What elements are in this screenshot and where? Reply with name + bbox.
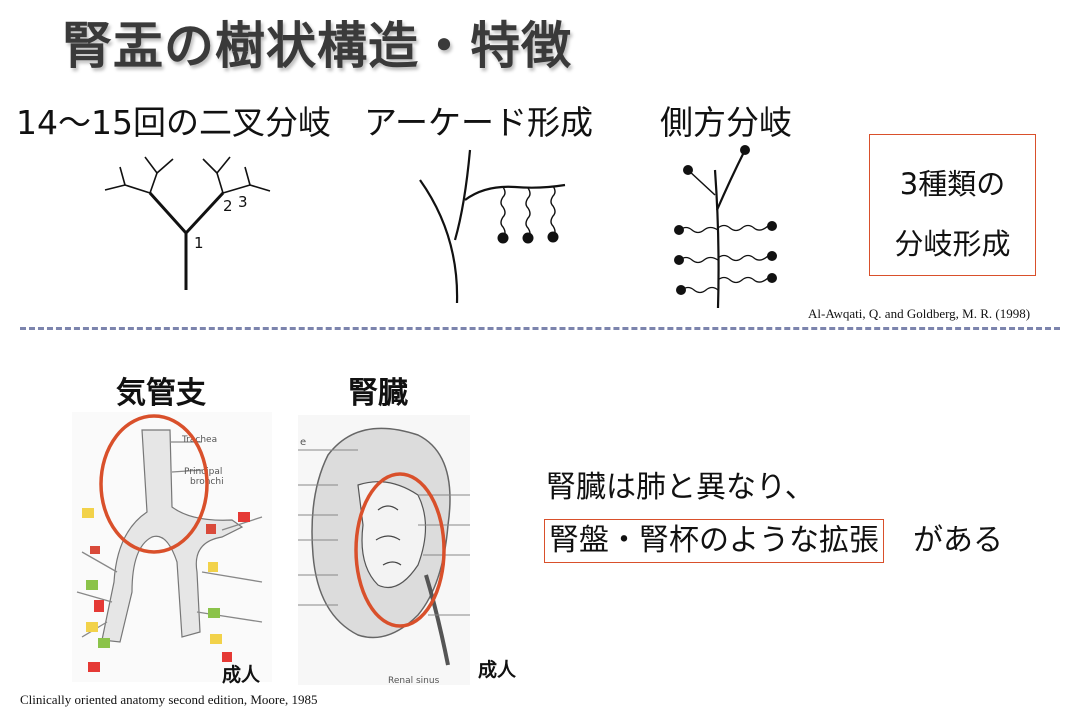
summary-line-2: 分岐形成 xyxy=(894,227,1011,261)
section-divider xyxy=(20,327,1060,330)
summary-box: 3種類の 分岐形成 xyxy=(869,134,1036,276)
dichotomous-heading: 14〜15回の二叉分岐 xyxy=(16,103,331,142)
citation-top: Al-Awqati, Q. and Goldberg, M. R. (1998) xyxy=(808,306,1031,321)
tree-label-2: 2 xyxy=(223,197,233,215)
bronchi-illustration: Trachea Principal bronchi xyxy=(72,412,272,682)
renal-sinus-label: Renal sinus xyxy=(388,676,440,685)
dichotomous-tree-diagram: 1 2 3 xyxy=(104,156,271,290)
statement-line-1: 腎臓は肺と異なり、 xyxy=(546,470,815,505)
kidney-adult-label: 成人 xyxy=(478,659,517,681)
bronchi-heading: 気管支 xyxy=(116,376,206,411)
citation-bottom: Clinically oriented anatomy second editi… xyxy=(20,692,318,707)
tree-label-3: 3 xyxy=(238,193,248,211)
arcade-heading: アーケード形成 xyxy=(364,103,594,142)
arcade-diagram xyxy=(419,149,566,304)
statement-tail: がある xyxy=(913,523,1003,558)
kidney-heading: 腎臓 xyxy=(348,376,408,411)
lateral-heading: 側方分岐 xyxy=(660,103,792,142)
tree-label-1: 1 xyxy=(194,234,204,252)
page-title: 腎盂の樹状構造・特徴 xyxy=(62,17,572,75)
kidney-illustration: e Renal sinus xyxy=(298,415,470,685)
principal-label: Principal xyxy=(184,467,222,477)
summary-line-1: 3種類の xyxy=(899,167,1006,201)
trachea-label: Trachea xyxy=(181,435,217,445)
lateral-branch-diagram xyxy=(674,145,777,309)
statement-boxed: 腎盤・腎杯のような拡張 xyxy=(544,519,884,563)
kidney-label-e: e xyxy=(300,437,306,448)
bronchi-adult-label: 成人 xyxy=(222,664,261,686)
